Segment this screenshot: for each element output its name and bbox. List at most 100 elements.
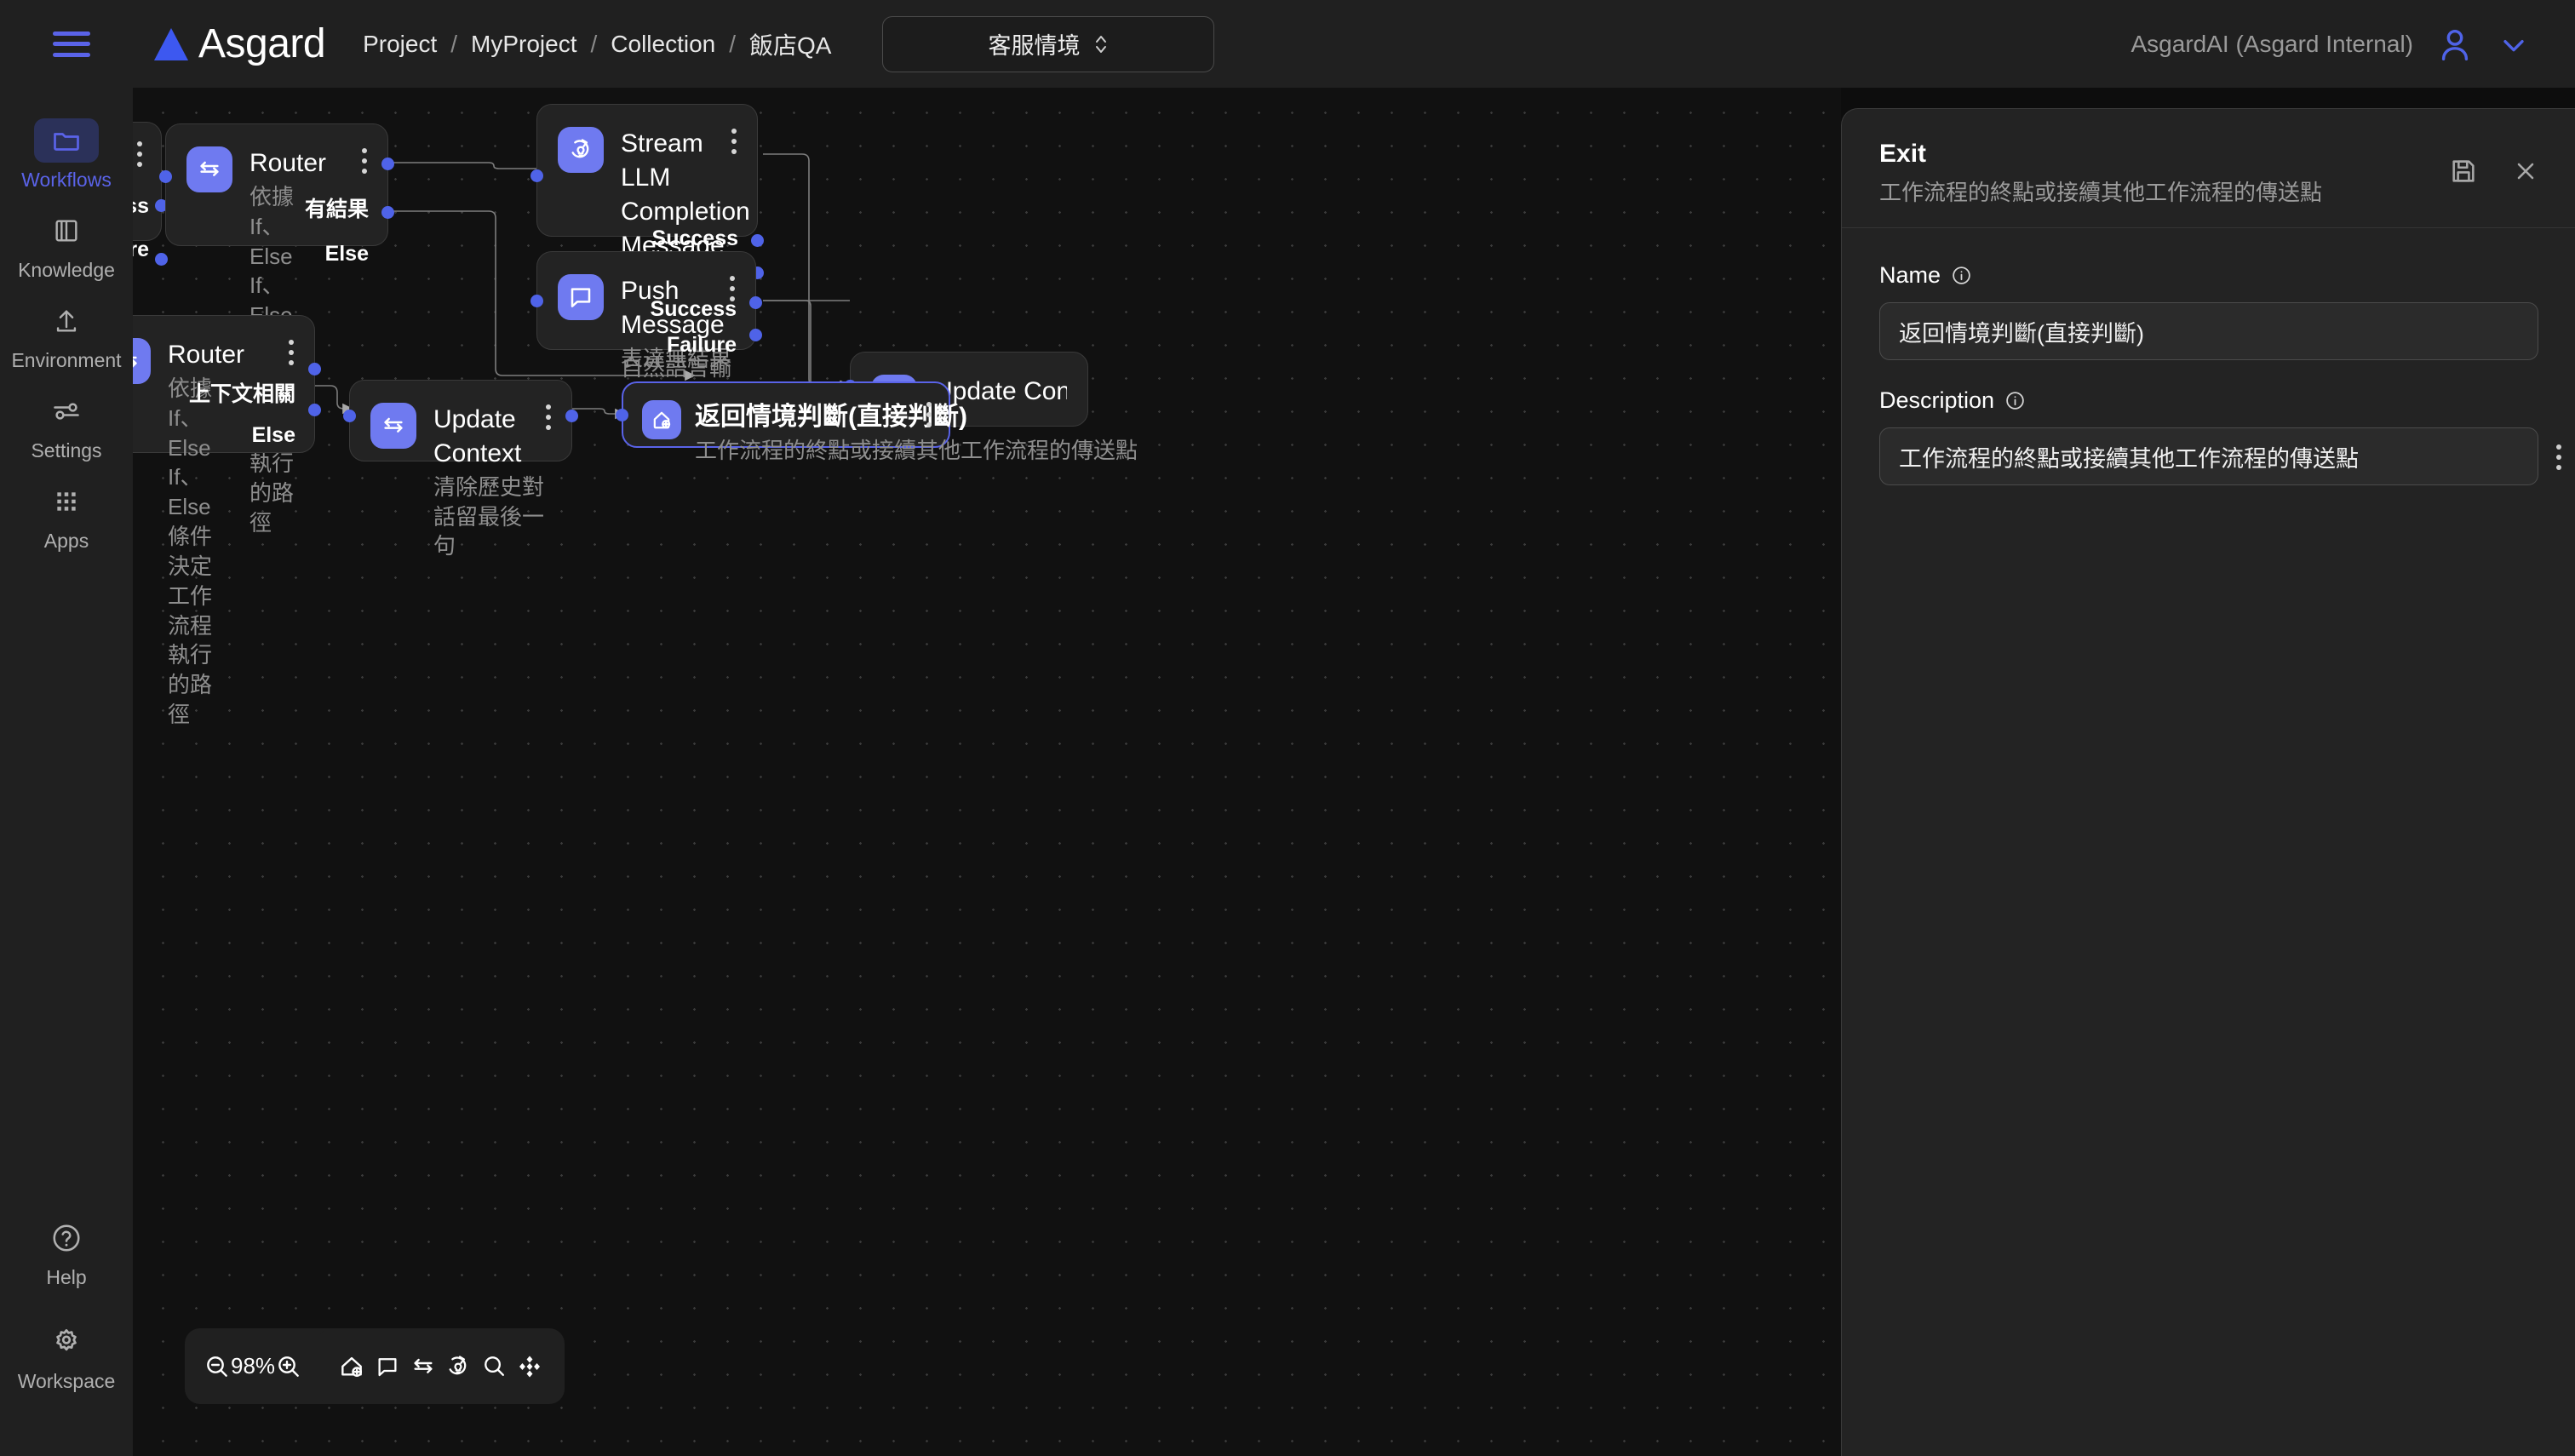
node-description: 表達無結果	[621, 345, 732, 371]
org-name: AsgardAI (Asgard Internal)	[2131, 30, 2414, 57]
node-kebab-icon[interactable]	[362, 148, 367, 174]
node-kebab-icon[interactable]	[289, 340, 294, 365]
port-dot[interactable]	[308, 363, 321, 375]
environment-select[interactable]: 客服情境	[882, 15, 1215, 72]
node-clipped-left[interactable]: ccess ailure	[133, 122, 168, 266]
node-description: 清除歷史對話留最後一句	[433, 473, 545, 559]
add-node-icon[interactable]	[334, 1348, 370, 1385]
save-icon[interactable]	[2449, 157, 2478, 186]
port-dot[interactable]	[155, 199, 168, 212]
port-dot-input[interactable]	[616, 409, 628, 421]
workflow-canvas[interactable]: ccess ailure Router 依據If、Else If、Else條件決…	[133, 88, 1841, 1456]
zoom-out-icon[interactable]	[204, 1346, 231, 1387]
zoom-in-icon[interactable]	[275, 1346, 302, 1387]
port-label-failure: Failure	[667, 333, 737, 357]
panel-kebab-icon[interactable]	[2556, 444, 2561, 470]
node-kebab-icon[interactable]	[730, 276, 735, 301]
node-kebab-icon[interactable]	[926, 402, 932, 427]
llm-tool-icon[interactable]	[440, 1348, 476, 1385]
node-kebab-icon[interactable]	[137, 141, 142, 167]
panel-body: Name Description	[1842, 228, 2575, 485]
sidebar-item-environment[interactable]: Environment	[11, 294, 122, 384]
node-router-bottom[interactable]: Router 依據If、Else If、Else條件決定工作流程執行的路徑 上下…	[133, 315, 321, 727]
port-dot[interactable]	[749, 296, 762, 309]
exit-home-icon	[642, 400, 681, 439]
triangle-logo-icon	[154, 27, 188, 60]
port-dot[interactable]	[155, 253, 168, 266]
port-dot[interactable]	[381, 206, 394, 219]
node-exit-selected[interactable]: 返回情境判斷(直接判斷) 工作流程的終點或接續其他工作流程的傳送點	[616, 381, 1138, 463]
sidebar: Workflows Knowledge Environment	[0, 88, 133, 1456]
port-dot-input[interactable]	[530, 169, 543, 182]
zoom-level: 98%	[231, 1353, 276, 1379]
sidebar-item-help[interactable]: Help	[11, 1211, 122, 1315]
node-router-top[interactable]: Router 依據If、Else If、Else條件決定工作流程執行的路徑 有結…	[159, 123, 394, 536]
sidebar-item-workspace[interactable]: Workspace	[11, 1315, 122, 1419]
description-input[interactable]	[1879, 427, 2538, 485]
node-title: Router	[249, 149, 327, 177]
book-icon	[34, 209, 99, 253]
user-icon[interactable]	[2435, 25, 2475, 64]
node-text: Push Message 表達無結果	[621, 274, 735, 371]
port-dot-input[interactable]	[159, 170, 172, 183]
node-kebab-icon[interactable]	[546, 404, 551, 430]
name-label-text: Name	[1879, 262, 1941, 288]
sidebar-item-label: Workspace	[17, 1370, 116, 1392]
edge-layer	[133, 153, 852, 420]
node-push-message[interactable]: Push Message 表達無結果 Success Failure	[530, 251, 762, 371]
gear-icon	[34, 1320, 99, 1364]
name-field-label: Name	[1879, 262, 2538, 289]
router-tool-icon[interactable]	[405, 1348, 441, 1385]
panel-subtitle: 工作流程的終點或接續其他工作流程的傳送點	[1879, 180, 2323, 205]
node-output-ports: 上下文相關 Else	[189, 377, 295, 448]
description-label-text: Description	[1879, 387, 1995, 413]
sidebar-item-knowledge[interactable]: Knowledge	[11, 203, 122, 294]
port-dot[interactable]	[308, 404, 321, 416]
port-label-success: Success	[650, 297, 737, 321]
port-dot[interactable]	[565, 410, 578, 422]
node-stream-llm[interactable]: Stream LLM Completion Message 呼叫大型語言模型並產…	[530, 104, 764, 410]
node-text: Update Context 清除歷史對話留最後一句	[433, 403, 551, 559]
info-icon[interactable]	[2004, 390, 2026, 411]
node-description: 依據If、Else If、Else條件決定工作流程執行的路徑	[168, 375, 213, 727]
close-icon[interactable]	[2512, 158, 2539, 185]
brand-name: Asgard	[198, 21, 326, 66]
breadcrumb-item-myproject[interactable]: MyProject	[471, 30, 577, 57]
name-input[interactable]	[1879, 302, 2538, 360]
info-icon[interactable]	[1951, 265, 1972, 286]
hamburger-icon[interactable]	[53, 31, 90, 57]
llm-icon	[558, 127, 604, 173]
breadcrumb-separator: /	[450, 30, 458, 57]
port-label-failure: ailure	[133, 238, 149, 261]
search-icon[interactable]	[476, 1348, 512, 1385]
chevron-down-icon[interactable]	[2497, 27, 2531, 61]
sidebar-bottom-group: Help Workspace	[11, 1211, 122, 1456]
port-dot-input[interactable]	[343, 410, 356, 422]
sidebar-item-settings[interactable]: Settings	[11, 384, 122, 474]
port-dot-input[interactable]	[530, 295, 543, 307]
comment-icon[interactable]	[370, 1348, 405, 1385]
breadcrumb-separator: /	[729, 30, 737, 57]
breadcrumb-item-project[interactable]: Project	[363, 30, 438, 57]
port-label-has-result: 有結果	[304, 198, 369, 221]
router-icon	[133, 338, 151, 384]
breadcrumb-item-collection[interactable]: Collection	[611, 30, 716, 57]
node-output-ports: 有結果 Else	[305, 192, 369, 267]
node-kebab-icon[interactable]	[731, 129, 737, 154]
sidebar-item-apps[interactable]: Apps	[11, 474, 122, 565]
node-text: 返回情境判斷(直接判斷) 工作流程的終點或接續其他工作流程的傳送點	[695, 400, 1138, 463]
breadcrumb-item-current[interactable]: 飯店QA	[749, 32, 832, 59]
chevron-updown-icon	[1093, 32, 1109, 57]
fit-view-icon[interactable]	[512, 1348, 548, 1385]
port-dot[interactable]	[749, 329, 762, 341]
node-update-context-1[interactable]: Update Context 清除歷史對話留最後一句	[343, 380, 578, 559]
environment-select-value: 客服情境	[988, 33, 1081, 59]
sliders-icon	[34, 389, 99, 433]
port-dot[interactable]	[381, 158, 394, 170]
sidebar-item-label: Environment	[11, 349, 122, 371]
port-dot[interactable]	[751, 234, 764, 247]
top-right-group: AsgardAI (Asgard Internal)	[2131, 25, 2532, 64]
grid-dots-icon	[34, 479, 99, 524]
sidebar-item-workflows[interactable]: Workflows	[11, 113, 122, 203]
